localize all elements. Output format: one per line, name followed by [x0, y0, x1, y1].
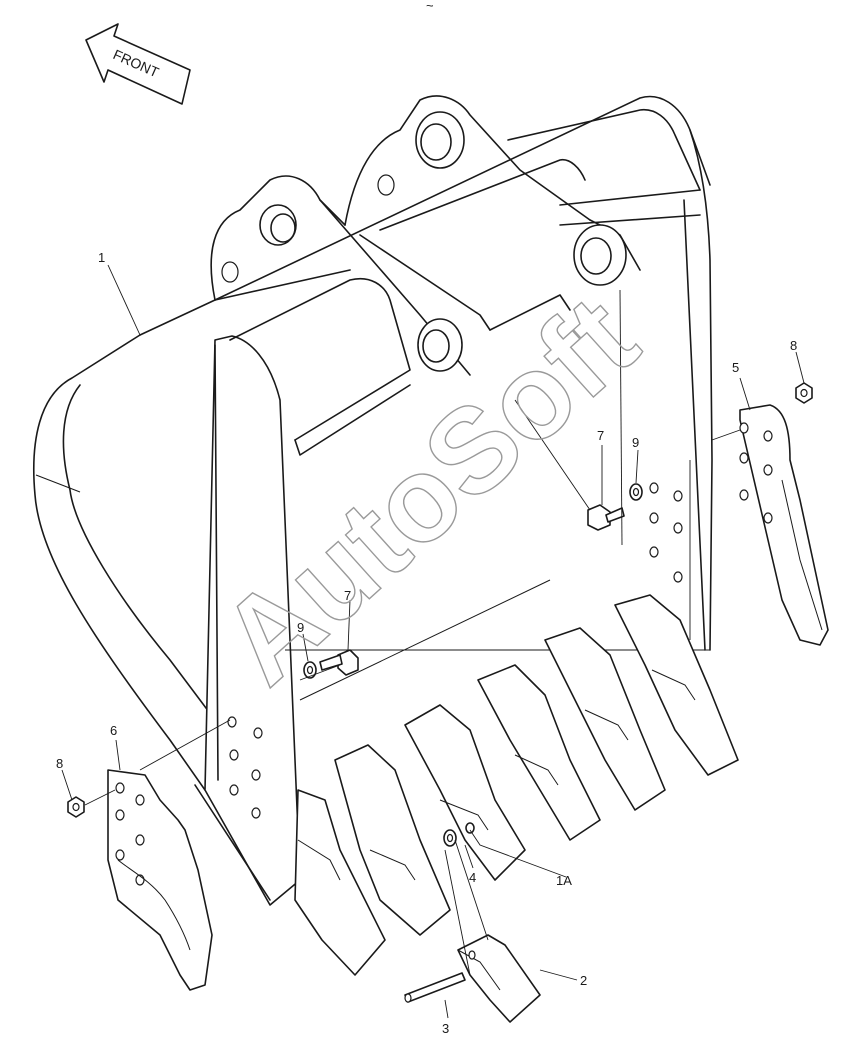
- callout-1a: 1A: [556, 873, 572, 888]
- side-cutter-right: [739, 404, 829, 646]
- callout-2: 2: [580, 973, 587, 988]
- washer-left: [303, 661, 317, 679]
- callout-labels: 1 1A 2 3 4 5 6 7 7 8 8 9 9: [56, 250, 797, 1036]
- callout-3: 3: [442, 1021, 449, 1036]
- nut-left: [67, 796, 85, 818]
- callout-4: 4: [469, 870, 476, 885]
- tooth-adapters: [294, 594, 739, 976]
- callout-5: 5: [732, 360, 739, 375]
- leader-lines: [61, 264, 805, 1019]
- callout-8-left: 8: [56, 756, 63, 771]
- nut-right: [795, 382, 813, 404]
- callout-7-right: 7: [597, 428, 604, 443]
- lock-washer: [443, 822, 475, 847]
- callout-6: 6: [110, 723, 117, 738]
- callout-7-left: 7: [344, 588, 351, 603]
- callout-8-right: 8: [790, 338, 797, 353]
- bolt-right: [587, 504, 625, 531]
- bolt-left: [319, 649, 359, 676]
- washer-right: [629, 483, 643, 501]
- callout-9-left: 9: [297, 620, 304, 635]
- front-arrow-icon: FRONT: [85, 23, 191, 105]
- tooth-pin: [404, 972, 466, 1003]
- assembly-lines: [84, 289, 741, 976]
- tooth-point: [457, 934, 541, 1023]
- bucket-body: [32, 95, 713, 906]
- page-mark: ~: [426, 0, 434, 13]
- side-cutter-left: [107, 769, 213, 991]
- callout-1: 1: [98, 250, 105, 265]
- callout-9-right: 9: [632, 435, 639, 450]
